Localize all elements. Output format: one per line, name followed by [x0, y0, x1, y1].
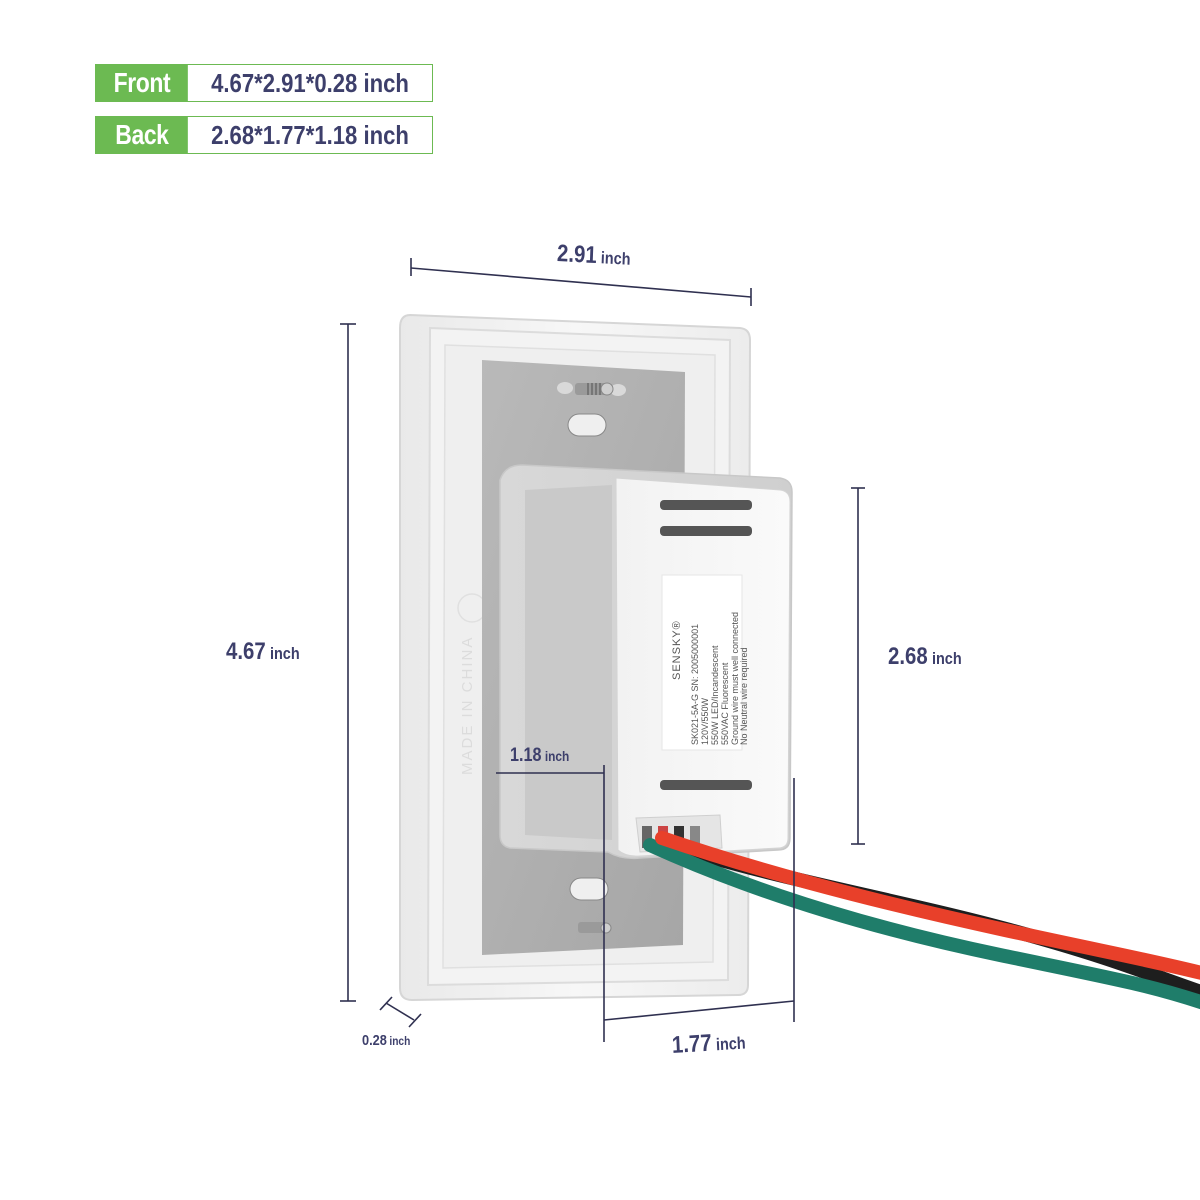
- spec-row-back: Back 2.68*1.77*1.18 inch: [95, 116, 433, 154]
- label-line-2: 120V/550W: [700, 697, 710, 745]
- dim-unit: inch: [544, 748, 570, 764]
- spec-value-back: 2.68*1.77*1.18 inch: [211, 119, 409, 150]
- dimension-lines: [340, 258, 865, 1042]
- dim-value: 2.68: [888, 643, 928, 670]
- dim-unit: inch: [715, 1033, 747, 1055]
- label-brand: SENSKY®: [671, 620, 683, 680]
- label-line-5: Ground wire must well connected: [730, 612, 740, 745]
- label-line-1: SK021-5A-G SN: 2005000001: [690, 624, 700, 745]
- spec-row-front: Front 4.67*2.91*0.28 inch: [95, 64, 433, 102]
- label-line-6: No Neutral wire required: [739, 647, 749, 745]
- switch-module: SENSKY® SK021-5A-G SN: 2005000001 120V/5…: [499, 464, 793, 860]
- dim-unit: inch: [931, 649, 962, 668]
- spec-label-front: Front: [96, 65, 188, 101]
- label-line-3: 550W LED/Incandescent: [710, 645, 720, 745]
- dim-value: 1.18: [510, 745, 542, 766]
- dim-value: 2.91: [556, 240, 598, 270]
- dim-unit: inch: [600, 248, 631, 269]
- spec-label-back: Back: [96, 117, 188, 153]
- dim-value: 1.77: [671, 1029, 713, 1059]
- spec-value-front: 4.67*2.91*0.28 inch: [211, 67, 409, 98]
- embossed-text: MADE IN CHINA: [459, 636, 476, 775]
- label-line-4: 550VAC Fluorescent: [720, 662, 730, 745]
- dim-value: 4.67: [226, 638, 266, 665]
- dim-unit: inch: [389, 1034, 411, 1048]
- dim-unit: inch: [269, 644, 300, 663]
- dim-value: 0.28: [362, 1032, 387, 1049]
- wires: [643, 831, 1200, 1010]
